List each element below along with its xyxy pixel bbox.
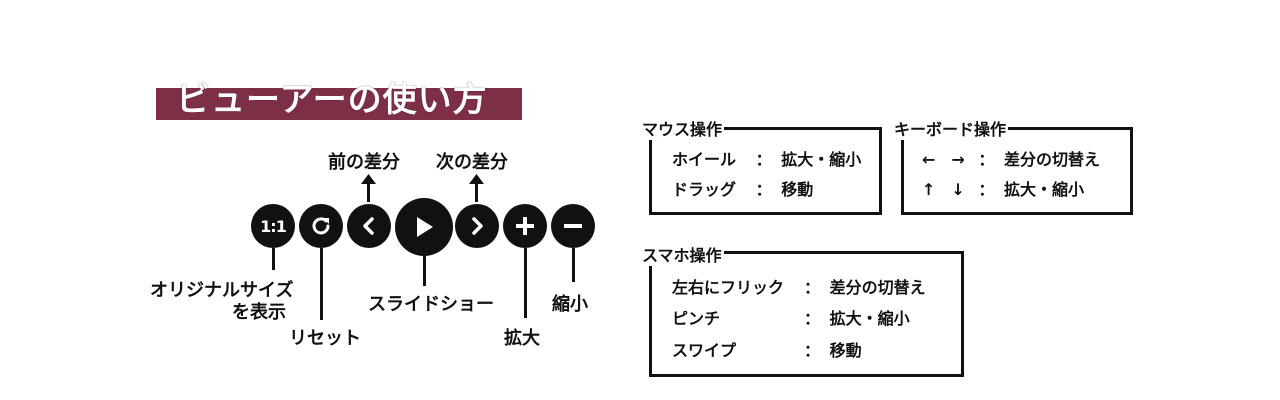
prev-diff-label: 前の差分 [328, 152, 400, 173]
zoom-in-pointer-line [524, 248, 527, 318]
chevron-right-icon [472, 217, 483, 235]
slideshow-pointer-line [423, 256, 426, 286]
smartphone-row-3-key: スワイプ [672, 341, 737, 360]
keyboard-row-2-key: ↑ ↓ [922, 180, 965, 199]
mouse-row-2-key: ドラッグ [672, 180, 737, 199]
smartphone-row-3-sep: ： [804, 341, 821, 360]
keyboard-row-2-action: 拡大・縮小 [1004, 180, 1085, 199]
keyboard-row-1-action: 差分の切替え [1004, 150, 1101, 169]
mouse-controls-legend: マウス操作 [640, 116, 725, 140]
prev-diff-button[interactable] [347, 204, 391, 248]
keyboard-row-2-sep: ： [978, 180, 995, 199]
smartphone-row-1: 左右にフリック [672, 274, 784, 298]
prev-pointer-arrowhead [361, 174, 376, 184]
mouse-row-1-key: ホイール [672, 150, 737, 169]
mouse-row-1-sep: ： [755, 150, 772, 169]
original-size-button-label: 1:1 [260, 216, 287, 236]
page-title: ビューアーの使い方 [176, 80, 488, 120]
smartphone-row-3-value: ： 移動 [804, 337, 862, 361]
next-diff-label: 次の差分 [436, 152, 508, 173]
original-size-button[interactable]: 1:1 [251, 204, 295, 248]
next-pointer-arrowhead [469, 174, 484, 184]
smartphone-row-1-key: 左右にフリック [672, 278, 785, 297]
minus-icon [564, 224, 582, 228]
zoom-out-button[interactable] [551, 204, 595, 248]
title-banner [156, 88, 522, 120]
reset-label: リセット [289, 328, 361, 349]
chevron-left-icon [363, 217, 374, 235]
smartphone-row-2-sep: ： [804, 309, 821, 328]
mouse-row-1-action: 拡大・縮小 [781, 150, 862, 169]
reset-icon [312, 217, 330, 235]
smartphone-row-1-value: ： 差分の切替え [804, 274, 926, 298]
zoom-out-label: 縮小 [552, 294, 588, 315]
slideshow-label: スライドショー [368, 294, 494, 315]
keyboard-row-2: ↑ ↓ ： 拡大・縮小 [922, 176, 1084, 200]
prev-pointer-line [367, 180, 370, 202]
original-size-pointer-line [272, 248, 275, 270]
keyboard-row-1-sep: ： [978, 150, 995, 169]
zoom-in-button[interactable] [503, 204, 547, 248]
original-size-caption-line2: を表示 [232, 302, 286, 323]
mouse-row-1: ホイール ： 拡大・縮小 [672, 146, 861, 170]
mouse-row-2-sep: ： [755, 180, 772, 199]
mouse-row-2-action: 移動 [781, 180, 814, 199]
zoom-out-pointer-line [572, 248, 575, 282]
plus-icon [516, 217, 534, 235]
zoom-in-label: 拡大 [504, 328, 540, 349]
keyboard-controls-legend: キーボード操作 [892, 116, 1009, 140]
smartphone-row-1-action: 差分の切替え [829, 278, 926, 297]
smartphone-row-3-action: 移動 [829, 341, 862, 360]
smartphone-row-1-sep: ： [804, 278, 821, 297]
smartphone-controls-legend: スマホ操作 [640, 242, 724, 266]
mouse-controls-box [649, 127, 882, 215]
play-icon [417, 217, 433, 237]
smartphone-row-2-key: ピンチ [672, 309, 721, 328]
keyboard-row-1-key: ← → [922, 150, 965, 169]
smartphone-row-2-value: ： 拡大・縮小 [804, 305, 910, 329]
original-size-caption-line1: オリジナルサイズ [150, 280, 294, 301]
smartphone-row-2: ピンチ [672, 305, 720, 329]
smartphone-row-3: スワイプ [672, 337, 736, 361]
next-diff-button[interactable] [455, 204, 499, 248]
next-pointer-line [475, 180, 478, 202]
keyboard-controls-box [901, 127, 1133, 215]
reset-pointer-line [320, 248, 323, 320]
keyboard-row-1: ← → ： 差分の切替え [922, 146, 1100, 170]
mouse-row-2: ドラッグ ： 移動 [672, 176, 813, 200]
reset-button[interactable] [299, 204, 343, 248]
smartphone-controls-box [649, 251, 964, 377]
smartphone-row-2-action: 拡大・縮小 [829, 309, 910, 328]
slideshow-button[interactable] [395, 198, 453, 256]
